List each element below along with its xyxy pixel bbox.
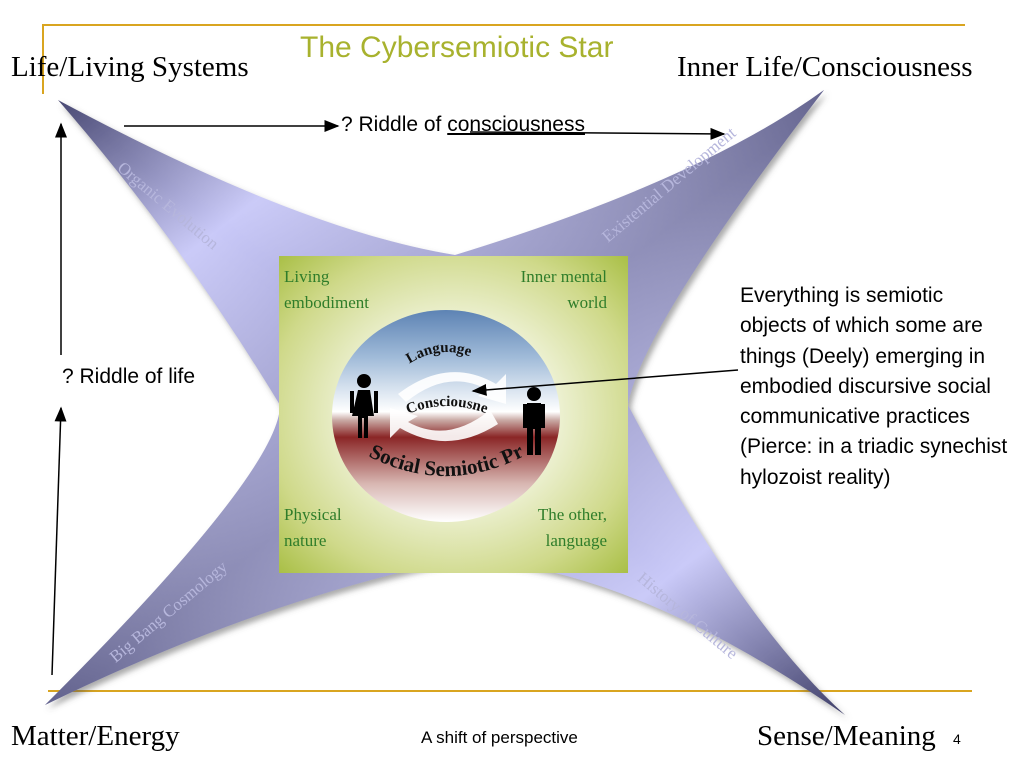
riddle-consciousness-word: consciousness bbox=[447, 113, 585, 136]
riddle-of-consciousness: ? Riddle of consciousness bbox=[341, 114, 585, 135]
riddle-consciousness-prefix: ? Riddle of bbox=[341, 113, 448, 136]
corner-label-bottom-right: Sense/Meaning bbox=[757, 720, 936, 752]
slide-footer: A shift of perspective bbox=[421, 728, 578, 747]
riddle-of-life: ? Riddle of life bbox=[62, 365, 196, 388]
semiotic-quote-text: Everything is semiotic objects of which … bbox=[740, 284, 1008, 489]
left-accent-rule bbox=[42, 24, 44, 94]
corner-label-bottom-left: Matter/Energy bbox=[11, 720, 180, 752]
page-title: The Cybersemiotic Star bbox=[300, 31, 614, 64]
corner-label-top-right: Inner Life/Consciousness bbox=[677, 51, 973, 83]
male-figure-icon bbox=[523, 387, 545, 455]
arrow-riddle-consciousness-right bbox=[469, 127, 726, 140]
female-figure-icon bbox=[350, 374, 378, 438]
center-label-the-other-language: The other,language bbox=[537, 505, 607, 550]
corner-label-top-left: Life/Living Systems bbox=[11, 51, 249, 83]
page-number: 4 bbox=[953, 731, 961, 747]
top-accent-rule bbox=[42, 24, 965, 26]
arrow-riddle-life-bottom bbox=[51, 406, 67, 676]
bottom-accent-rule bbox=[48, 690, 972, 692]
semiotic-circle-emblem: Language Consciousnes Social Semiotic Pr… bbox=[328, 306, 560, 522]
